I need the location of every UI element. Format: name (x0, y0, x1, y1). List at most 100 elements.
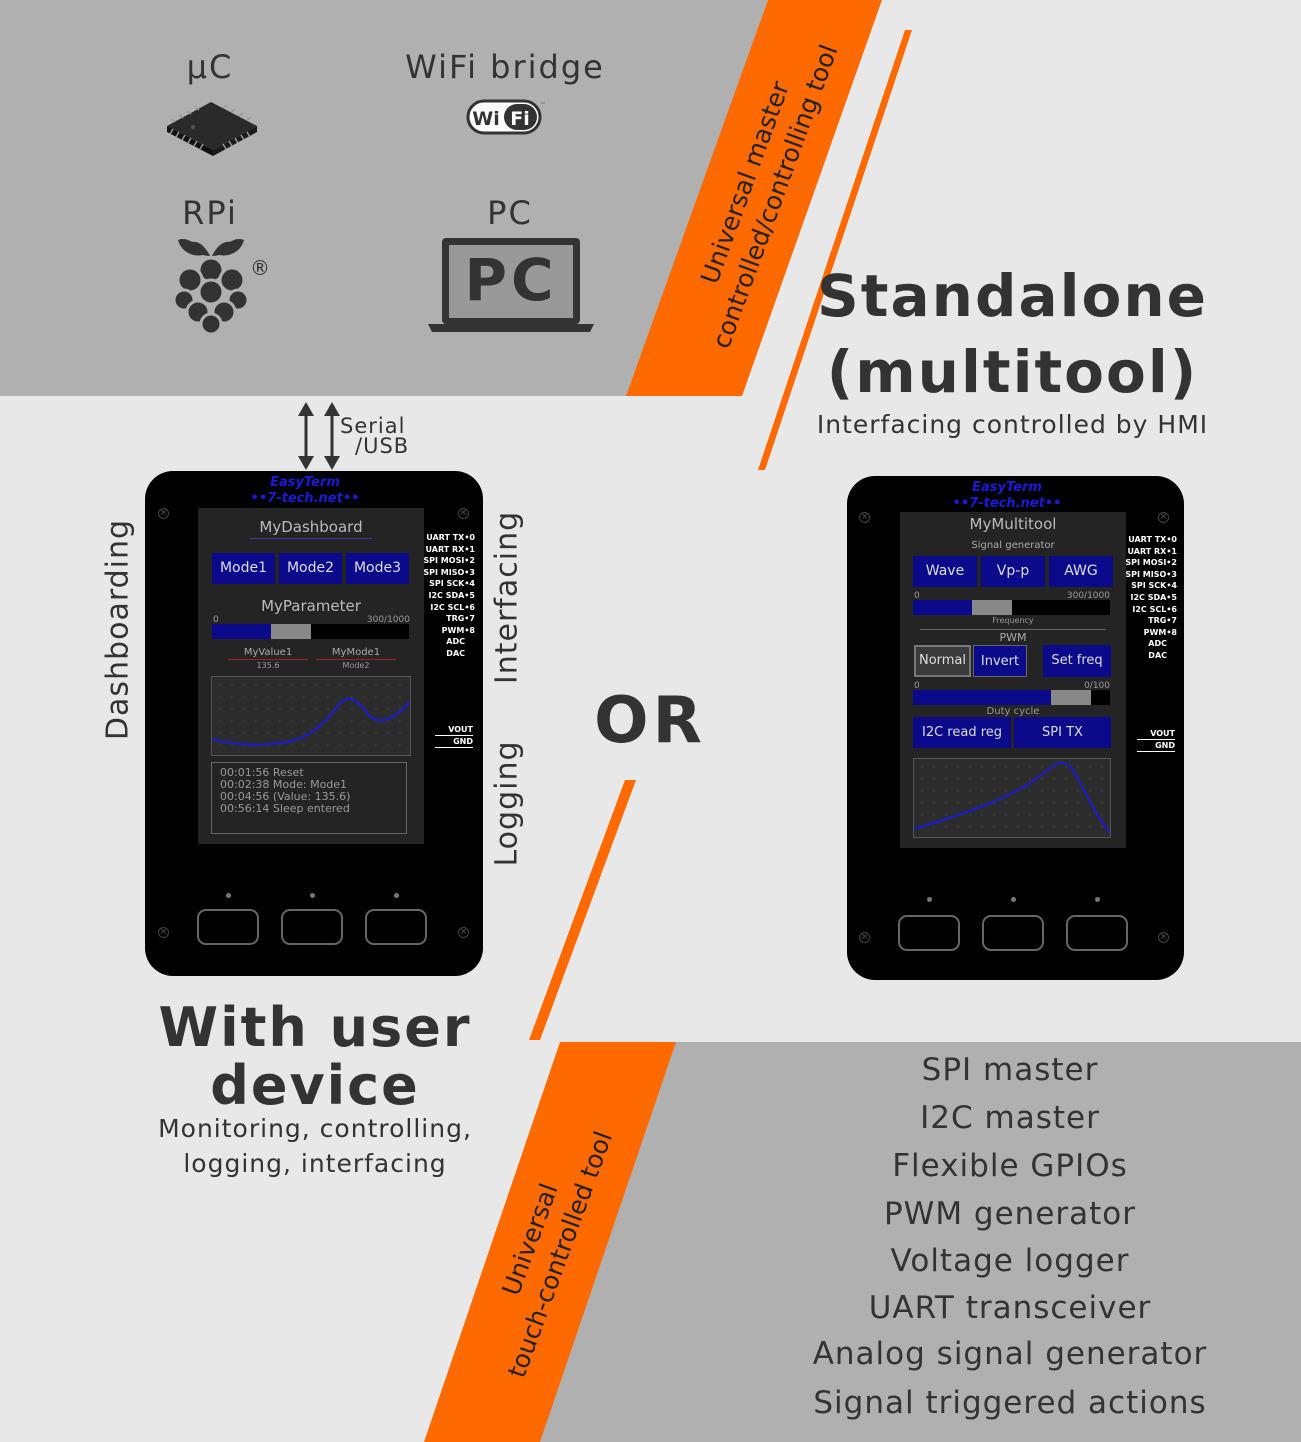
freq-slider-min: 0 (914, 591, 920, 601)
screw-icon: × (458, 927, 469, 938)
multitool-screen-title: MyMultitool (969, 515, 1057, 533)
hardware-button-2[interactable] (982, 915, 1044, 951)
standalone-title: Standalone (817, 262, 1208, 330)
dashboard-title: MyDashboard (259, 518, 363, 536)
logging-label: Logging (489, 740, 525, 867)
thin-stripe-top (758, 30, 912, 470)
serial-arrows-icon (292, 402, 348, 470)
uc-label: µC (186, 48, 234, 86)
dashboard-screen: MyDashboard Mode1 Mode2 Mode3 MyParamete… (198, 508, 424, 844)
led-indicator (310, 893, 315, 898)
screw-icon: × (1158, 512, 1169, 523)
banner-top-stripe (626, 0, 882, 396)
screw-icon: × (158, 508, 169, 519)
duty-cycle-label: Duty cycle (986, 706, 1040, 717)
or-text: OR (594, 684, 706, 758)
feature-item: Flexible GPIOs (892, 1148, 1128, 1184)
set-freq-button[interactable]: Set freq (1043, 645, 1111, 677)
feature-item: Voltage logger (890, 1243, 1130, 1279)
mode3-button[interactable]: Mode3 (346, 553, 409, 584)
thin-stripe-mid (529, 780, 636, 1040)
multitool-screen-subtitle: Signal generator (971, 540, 1055, 551)
multitool-title: (multitool) (826, 338, 1199, 406)
mode2-button[interactable]: Mode2 (279, 553, 342, 584)
log-line: 00:02:38 Mode: Mode1 (220, 778, 348, 791)
log-panel: 00:01:56 Reset 00:02:38 Mode: Mode1 00:0… (211, 762, 407, 834)
laptop-icon (426, 236, 596, 334)
user-device-sub-2: logging, interfacing (183, 1149, 447, 1178)
pwm-label: PWM (999, 631, 1027, 644)
user-device-title-1: With user (158, 996, 472, 1059)
device-brand: EasyTerm ••7-tech.net•• (952, 480, 1062, 511)
serial-label: Serial (340, 414, 406, 438)
feature-item: Analog signal generator (812, 1336, 1208, 1372)
dashboard-chart (211, 676, 411, 756)
log-line: 00:01:56 Reset (220, 766, 304, 779)
rpi-registered-mark: ® (250, 256, 270, 280)
standalone-subtitle: Interfacing controlled by HMI (816, 410, 1209, 439)
svg-text:™: ™ (541, 102, 546, 108)
feature-item: UART transceiver (868, 1290, 1152, 1326)
multitool-screen: MyMultitool Signal generator Wave Vp-p A… (900, 512, 1126, 848)
value1-label: MyValue1 (243, 647, 293, 658)
device-brand: EasyTerm ••7-tech.net•• (250, 475, 360, 506)
hardware-button-2[interactable] (281, 909, 343, 945)
hardware-button-1[interactable] (898, 915, 960, 951)
raspberry-pi-icon (170, 236, 252, 336)
multitool-device: EasyTerm ••7-tech.net•• × × × × MyMultit… (847, 476, 1184, 980)
log-line: 00:04:56 (Value: 135.6) (220, 790, 351, 803)
freq-slider-max: 300/1000 (1066, 591, 1110, 601)
screw-icon: × (158, 927, 169, 938)
laptop-screen-text: PC (464, 246, 558, 314)
i2c-read-reg-button[interactable]: I2C read reg (913, 717, 1011, 748)
duty-slider-max: 0/100 (1084, 681, 1110, 691)
multitool-chart (913, 758, 1111, 838)
interfacing-label: Interfacing (489, 510, 525, 685)
banner-bottom-stripe (424, 1042, 676, 1442)
log-line: 00:56:14 Sleep entered (220, 802, 350, 815)
feature-item: PWM generator (883, 1196, 1137, 1232)
mode1-button[interactable]: Mode1 (212, 553, 275, 584)
param-slider-max: 300/1000 (366, 615, 410, 625)
microcontroller-icon (163, 92, 261, 156)
wifi-bridge-label: WiFi bridge (405, 48, 605, 86)
screw-icon: × (1158, 932, 1169, 943)
hardware-button-3[interactable] (365, 909, 427, 945)
led-indicator (1095, 897, 1100, 902)
user-device-title-2: device (210, 1054, 420, 1117)
frequency-label: Frequency (992, 616, 1034, 625)
mode-label: MyMode1 (331, 647, 381, 658)
pc-label: PC (487, 194, 533, 232)
usb-label: /USB (355, 434, 410, 458)
feature-item: I2C master (920, 1100, 1100, 1136)
value1-value: 135.6 (256, 661, 280, 670)
param-slider-min: 0 (213, 615, 219, 625)
wave-button[interactable]: Wave (913, 556, 977, 587)
awg-button[interactable]: AWG (1049, 556, 1113, 587)
wifi-logo-icon: Wi Fi ™ (466, 97, 546, 137)
mode-value: Mode2 (342, 661, 370, 670)
user-device-sub-1: Monitoring, controlling, (158, 1114, 472, 1143)
feature-item: Signal triggered actions (813, 1385, 1207, 1421)
duty-cycle-slider[interactable] (913, 690, 1110, 705)
rpi-label: RPi (182, 194, 238, 232)
frequency-slider[interactable] (913, 600, 1110, 615)
normal-button[interactable]: Normal (914, 645, 971, 677)
led-indicator (394, 893, 399, 898)
param-slider[interactable] (212, 624, 409, 639)
hardware-button-1[interactable] (197, 909, 259, 945)
hardware-button-3[interactable] (1066, 915, 1128, 951)
invert-button[interactable]: Invert (973, 645, 1027, 677)
spi-tx-button[interactable]: SPI TX (1014, 717, 1111, 748)
dashboarding-label: Dashboarding (100, 518, 136, 741)
led-indicator (226, 893, 231, 898)
dashboard-device: EasyTerm ••7-tech.net•• × × × × MyDashbo… (145, 471, 483, 976)
wifi-logo-fi: Fi (510, 108, 530, 130)
duty-slider-min: 0 (914, 681, 920, 691)
vpp-button[interactable]: Vp-p (981, 556, 1045, 587)
led-indicator (927, 897, 932, 902)
